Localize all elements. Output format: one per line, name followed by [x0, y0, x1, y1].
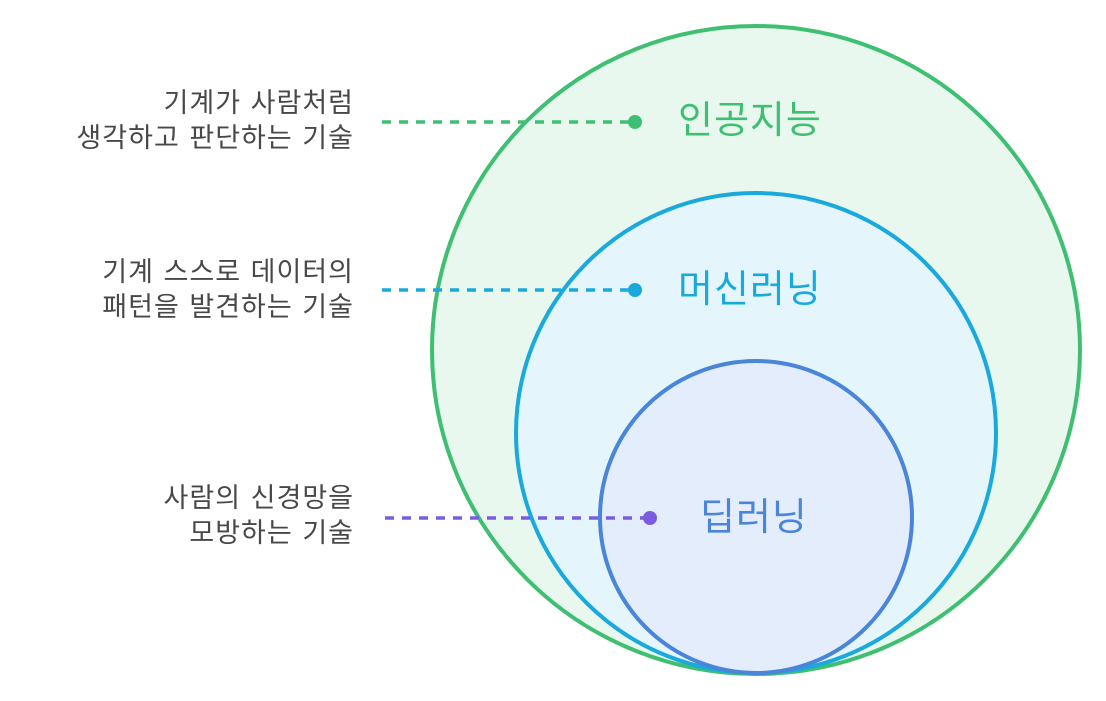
connector-dot-ai	[628, 115, 642, 129]
description-ai-line-1: 기계가 사람처럼	[163, 88, 354, 119]
description-ml: 기계 스스로 데이터의 패턴을 발견하는 기술	[14, 255, 354, 325]
description-ml-line-2: 패턴을 발견하는 기술	[102, 292, 354, 323]
description-dl-line-1: 사람의 신경망을	[163, 483, 354, 514]
description-dl: 사람의 신경망을 모방하는 기술	[14, 481, 354, 551]
label-ml: 머신러닝	[678, 267, 822, 311]
circle-dl	[598, 359, 914, 675]
connector-dot-dl	[643, 511, 657, 525]
description-ai: 기계가 사람처럼 생각하고 판단하는 기술	[14, 86, 354, 156]
connector-dot-ml	[628, 283, 642, 297]
description-ml-line-1: 기계 스스로 데이터의	[102, 257, 354, 288]
description-dl-line-2: 모방하는 기술	[189, 518, 354, 549]
description-ai-line-2: 생각하고 판단하는 기술	[76, 123, 354, 154]
label-dl: 딥러닝	[700, 495, 808, 539]
label-ai: 인공지능	[678, 98, 822, 142]
